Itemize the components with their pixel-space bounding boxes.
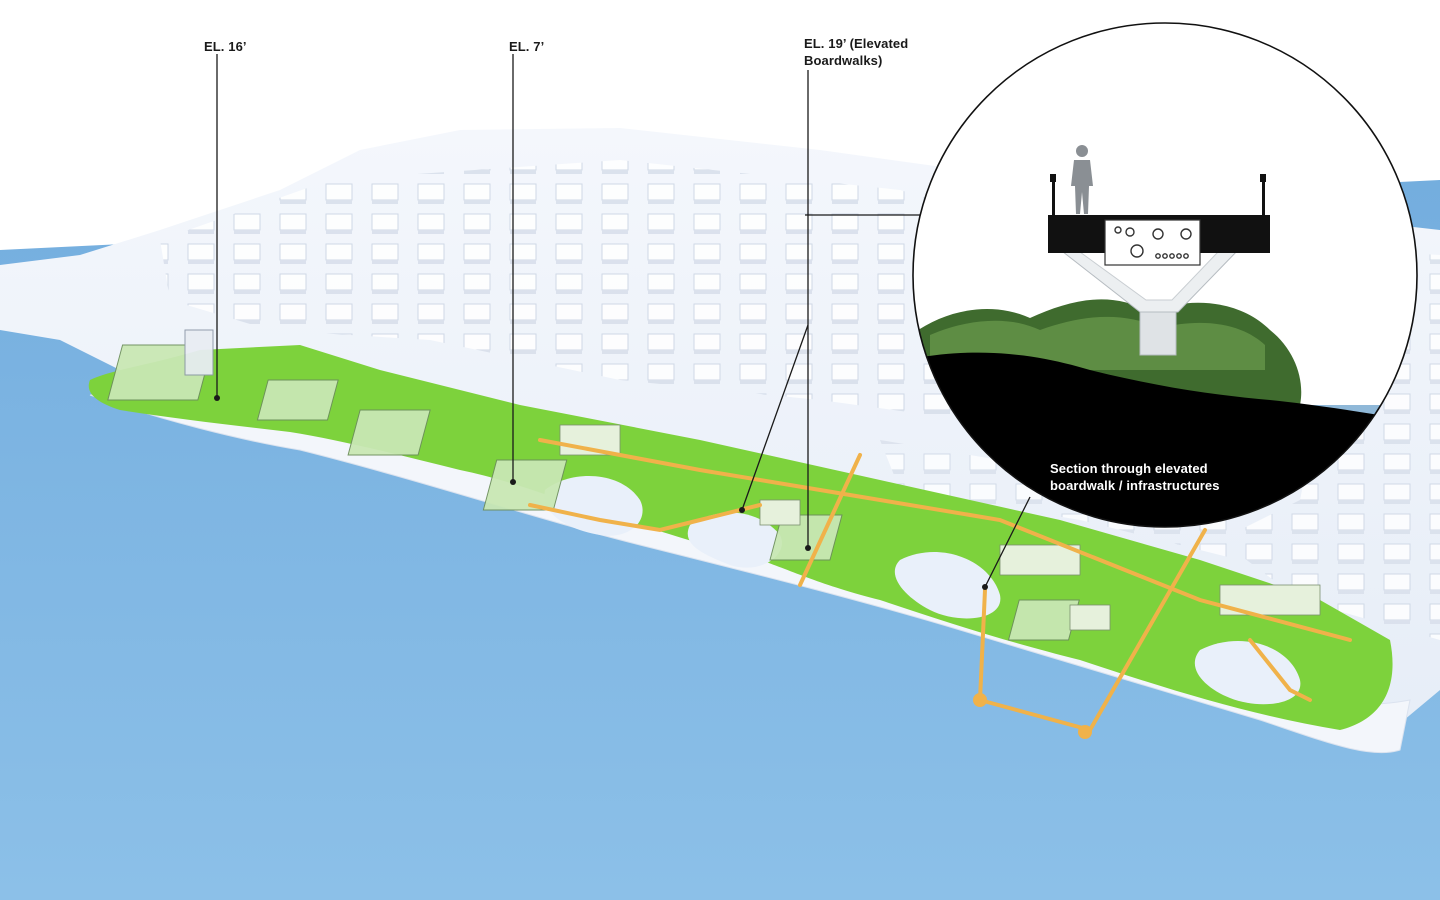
pier-end xyxy=(1078,725,1092,739)
leader-dot xyxy=(805,545,811,551)
leader-dot xyxy=(739,507,745,513)
boardwalk-column xyxy=(1139,309,1177,356)
leader-dot xyxy=(510,479,516,485)
elevation-label-19: EL. 19’ (Elevated Boardwalks) xyxy=(804,36,909,68)
leader-dot xyxy=(982,584,988,590)
lagoon xyxy=(1194,641,1301,705)
city-blocks xyxy=(160,160,1040,430)
person-silhouette xyxy=(1071,145,1093,214)
leader-dot xyxy=(214,395,220,401)
railing-post xyxy=(1052,178,1055,216)
elevation-label-16: EL. 16’ xyxy=(204,39,247,54)
waterfront-buildings xyxy=(107,329,1080,641)
railing-post xyxy=(1262,178,1265,216)
lagoon xyxy=(687,512,782,568)
leader-lines xyxy=(216,54,1031,588)
elevated-boardwalks xyxy=(528,438,1352,732)
utility-pipes xyxy=(1114,226,1192,259)
lagoon xyxy=(544,476,643,536)
elevation-label-7: EL. 7’ xyxy=(509,39,545,54)
section-caption: Section through elevated boardwalk / inf… xyxy=(1050,461,1220,493)
pier-end xyxy=(973,693,987,707)
lagoon xyxy=(894,552,1001,619)
